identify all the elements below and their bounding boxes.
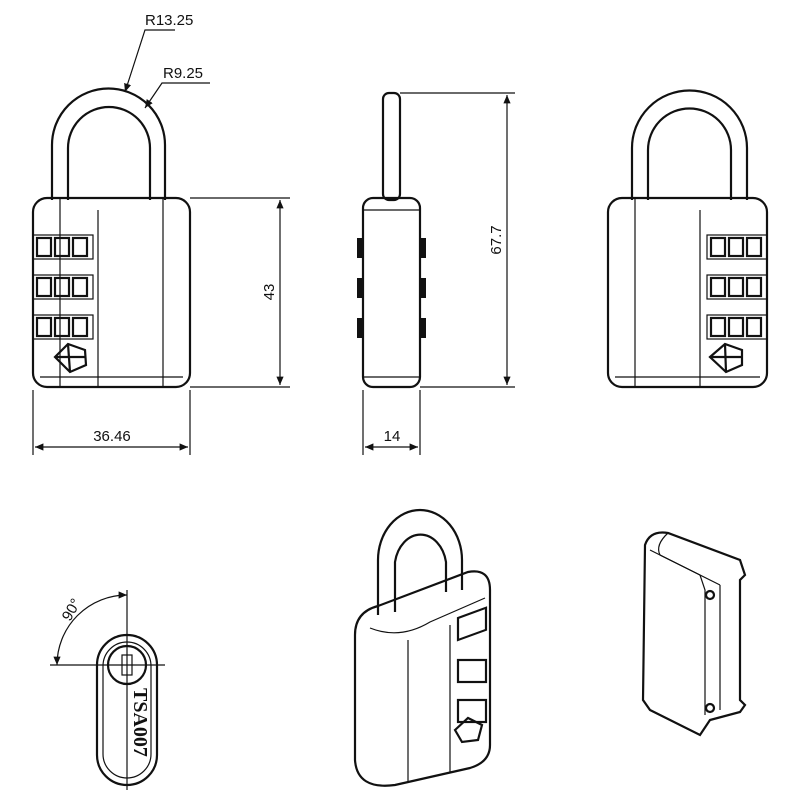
thickness-dimension-label: 14	[384, 428, 401, 445]
engraving-text: TSA007	[129, 688, 151, 757]
lock-body-side	[361, 196, 422, 389]
dial-row-1	[31, 233, 95, 261]
outer-radius-label: R13.25	[145, 12, 193, 29]
shackle-perspective	[376, 508, 464, 615]
lock-top-outline	[95, 633, 159, 787]
shackle-outer-back	[630, 89, 749, 200]
top-view: 90° TSA007	[50, 590, 165, 790]
dial-row-back-2	[705, 273, 769, 301]
shackle-side	[381, 91, 402, 202]
dial-row-2	[31, 273, 95, 301]
angle-label: 90°	[59, 596, 85, 624]
clip-part	[641, 531, 747, 737]
shackle-inner-back	[646, 107, 733, 200]
total-height-dimension-label: 67.7	[488, 225, 505, 254]
inner-radius-label: R9.25	[163, 65, 203, 82]
side-view: 67.7 14	[357, 91, 515, 455]
back-view	[606, 89, 769, 389]
tsa-diamond-icon-back	[708, 342, 744, 374]
height-dimension-label: 43	[261, 284, 278, 301]
dial-row-back-1	[705, 233, 769, 261]
front-view: R13.25 R9.25 43 36.46	[31, 12, 290, 455]
dial-row-3	[31, 313, 95, 341]
lock-body-perspective	[353, 570, 492, 787]
dial-row-back-3	[705, 313, 769, 341]
tsa-diamond-icon-perspective	[453, 716, 484, 744]
shackle-inner	[66, 105, 152, 200]
width-dimension-label: 36.46	[93, 428, 131, 445]
tsa-diamond-icon	[53, 342, 88, 374]
clip-outline	[641, 531, 747, 737]
perspective-view	[353, 508, 492, 787]
shackle-outer	[50, 87, 167, 200]
